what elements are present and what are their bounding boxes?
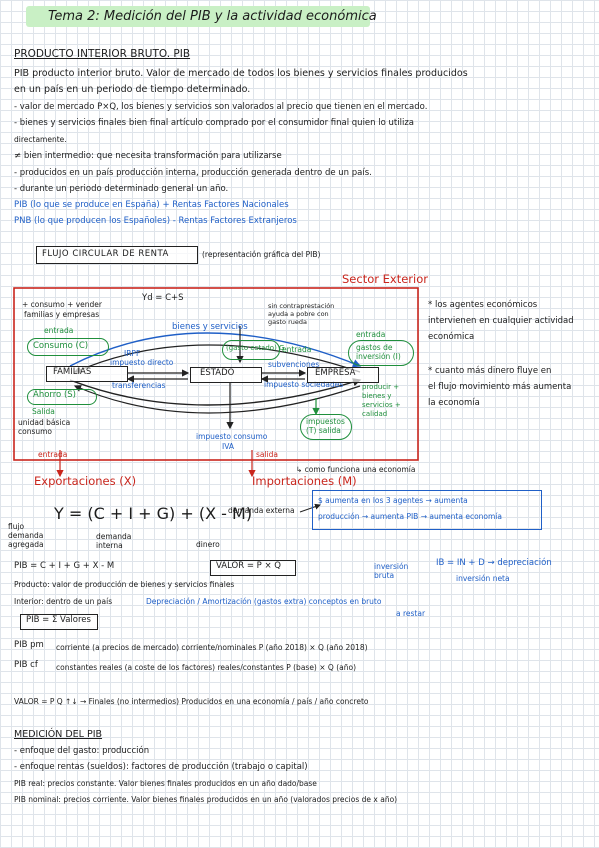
valor-line: VALOR = P Q ↑↓ → Finales (no intermedios… — [14, 697, 369, 706]
bullet-bien-intermedio: ≠ bien intermedio: que necesita transfor… — [14, 151, 282, 161]
consumo-box-label: Consumo (C) — [33, 341, 89, 351]
bienes-servicios-label: bienes y servicios — [172, 322, 248, 332]
pib-rentas-line: PIB (lo que se produce en España) + Rent… — [14, 200, 289, 210]
entrada-bottom-label: entrada — [38, 450, 68, 459]
medicion-item-4: PIB nominal: precios corriente. Valor bi… — [14, 795, 398, 804]
pnb-rentas-line: PNB (lo que producen los Españoles) - Re… — [14, 216, 297, 226]
familias-box — [46, 366, 128, 382]
blue-summary-line2: producción → aumenta PIB → aumenta econo… — [318, 512, 502, 521]
iva-label: IVA — [222, 442, 234, 451]
gasto-estado-box — [222, 340, 280, 360]
exportaciones-label: Exportaciones (X) — [34, 474, 137, 488]
consumo-box — [27, 338, 109, 356]
interior-definition: Interior: dentro de un país — [14, 597, 113, 606]
blue-summary-box — [312, 490, 542, 530]
pib-valores-box — [20, 614, 98, 630]
impuestos-box-label: impuestos (T) salida — [306, 417, 345, 435]
importaciones-label: Importaciones (M) — [252, 474, 357, 488]
entrada-label-1: entrada — [44, 326, 74, 335]
dinero-note-3: la economía — [428, 398, 480, 408]
page-title: Tema 2: Medición del PIB y la actividad … — [48, 9, 377, 24]
pib-definition-line1: PIB producto interior bruto. Valor de me… — [14, 68, 468, 79]
medicion-item-1: - enfoque del gasto: producción — [14, 746, 150, 756]
pib-definition-line2: en un país en un periodo de tiempo deter… — [14, 84, 251, 95]
impuestos-box — [300, 414, 352, 440]
flujo-label-box — [36, 246, 198, 264]
producir-note: producir + bienes y servicios + calidad — [362, 383, 401, 418]
subvenciones-label: subvenciones — [268, 360, 320, 369]
estado-label: ESTADO — [200, 368, 235, 378]
transferencias-label: transferencias — [112, 381, 166, 390]
ahorro-box-label: Ahorro (S) — [33, 390, 76, 400]
impuesto-directo-label: impuesto directo — [110, 358, 174, 367]
pib-equation: PIB = C + I + G + X - M — [14, 561, 115, 571]
pib-valores-label: PIB = Σ Valores — [26, 615, 91, 625]
agentes-note-2: intervienen en cualquier actividad — [428, 316, 574, 326]
pib-pm-text: corriente (a precios de mercado) corrien… — [56, 643, 368, 652]
inversion-neta-label: inversión neta — [456, 574, 510, 583]
gastos-inversion-label: gastos de inversión (I) — [356, 343, 401, 361]
medicion-heading: MEDICIÓN DEL PIB — [14, 729, 103, 740]
unidad-basica-note: unidad básica consumo — [18, 418, 71, 436]
bullet-bienes-finales: - bienes y servicios finales bien final … — [14, 118, 414, 128]
valor-box — [210, 560, 296, 576]
estado-box — [190, 367, 262, 383]
irpf-label: IRPF — [124, 349, 141, 358]
entrada-label-3: entrada — [356, 330, 386, 339]
producto-definition: Producto: valor de producción de bienes … — [14, 580, 235, 589]
pib-cf-text: constantes reales (a coste de los factor… — [56, 663, 356, 672]
bullet-valor-mercado: - valor de mercado P×Q, los bienes y ser… — [14, 102, 428, 112]
agentes-note-3: económica — [428, 332, 475, 342]
gastos-inversion-box — [348, 340, 414, 366]
medicion-item-3: PIB real: precios constante. Valor biene… — [14, 779, 317, 788]
demanda-interna-label: demanda interna — [96, 532, 132, 550]
section-pib-heading: PRODUCTO INTERIOR BRUTO. PIB — [14, 48, 191, 60]
contraprestacion-note: sin contraprestación ayuda a pobre con g… — [268, 302, 335, 326]
impuesto-sociedades-label: impuesto sociedades — [264, 380, 344, 389]
blue-summary-line1: $ aumenta en los 3 agentes → aumenta — [318, 496, 468, 505]
pib-pm-label: PIB pm — [14, 640, 44, 650]
bullet-bienes-finales-cont: directamente. — [14, 135, 67, 144]
salida-label-2: salida — [256, 450, 279, 459]
salida-label-1: Salida — [32, 407, 55, 416]
flujo-sublabel: (representación gráfica del PIB) — [202, 250, 321, 259]
empresa-label: EMPRESA — [315, 368, 356, 378]
impuesto-consumo-label: impuesto consumo — [196, 432, 268, 441]
title-highlight — [26, 6, 370, 27]
flujo-label: FLUJO CIRCULAR DE RENTA — [42, 249, 169, 259]
empresa-box — [307, 367, 379, 383]
agentes-note-1: * los agentes económicos — [428, 300, 538, 310]
consumo-vender-note: + consumo + vender — [22, 300, 103, 309]
valor-box-label: VALOR = P × Q — [216, 561, 281, 571]
sector-exterior-label: Sector Exterior — [342, 272, 428, 286]
familias-label: FAMILIAS — [53, 367, 92, 377]
sector-exterior-frame — [13, 287, 419, 461]
entrada-label-2: entrada — [282, 345, 312, 354]
ahorro-box — [27, 389, 97, 405]
ib-equation: IB = IN + D → depreciación — [436, 558, 552, 568]
pib-cf-label: PIB cf — [14, 660, 38, 670]
dinero-label: dinero — [196, 540, 220, 549]
como-funciona-note: ↳ como funciona una economía — [296, 465, 416, 474]
dinero-note-2: el flujo movimiento más aumenta — [428, 382, 572, 392]
demanda-externa-label: demanda externa — [228, 506, 295, 515]
gasto-estado-label: (gasto estado) G — [226, 344, 285, 352]
flujo-demanda-label: flujo demanda agregada — [8, 522, 44, 549]
medicion-item-2: - enfoque rentas (sueldos): factores de … — [14, 762, 308, 772]
yd-formula: Yd = C+S — [142, 293, 184, 303]
bullet-producidos: - producidos en un país producción inter… — [14, 168, 372, 178]
bullet-periodo: - durante un periodo determinado general… — [14, 184, 229, 194]
depreciacion-note: Depreciación / Amortización (gastos extr… — [146, 597, 382, 606]
a-restar-note: a restar — [396, 609, 426, 618]
dinero-note-1: * cuanto más dinero fluye en — [428, 366, 552, 376]
demanda-formula: Y = (C + I + G) + (X - M) — [54, 504, 253, 523]
familias-empresas-note: familias y empresas — [24, 310, 100, 319]
inversion-bruta-label: inversión bruta — [374, 562, 409, 580]
